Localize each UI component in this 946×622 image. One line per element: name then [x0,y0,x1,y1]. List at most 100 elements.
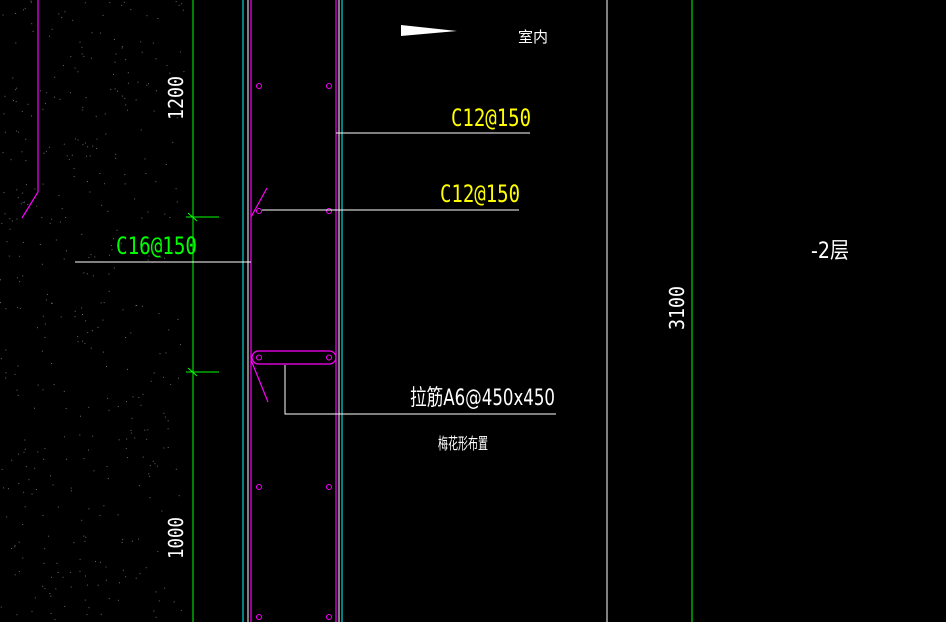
soil-speck [117,90,118,92]
soil-speck [166,65,168,66]
dimension-label-1200: 1200 [164,76,188,120]
soil-speck [121,4,123,6]
soil-speck [116,229,118,231]
soil-speck [44,447,46,449]
soil-speck [45,299,47,301]
soil-speck [100,32,101,34]
soil-speck [21,151,23,153]
soil-speck [89,191,91,193]
soil-speck [48,146,50,148]
soil-speck [117,599,119,601]
soil-speck [16,389,18,391]
soil-speck [84,2,86,4]
soil-speck [70,490,72,492]
soil-speck [50,475,51,477]
soil-speck [1,223,3,225]
soil-speck [176,117,178,119]
soil-speck [5,308,7,310]
dim-tick-lower-slash [187,367,198,377]
soil-speck [77,71,79,73]
soil-speck [115,157,117,159]
soil-speck [103,505,105,507]
soil-speck [3,192,5,194]
soil-speck [42,108,44,110]
soil-speck [131,540,133,542]
soil-speck [167,447,169,448]
soil-speck [117,245,119,247]
soil-speck [158,600,160,602]
soil-speck [17,131,19,133]
soil-speck [125,59,127,61]
soil-speck [130,9,132,11]
soil-speck [130,332,132,334]
soil-speck [126,438,128,440]
soil-speck [14,544,16,546]
soil-speck [105,566,107,568]
soil-texture [0,0,185,621]
soil-speck [99,173,101,174]
soil-speck [85,575,86,577]
soil-speck [3,487,5,489]
soil-speck [85,97,87,99]
soil-speck [140,129,142,131]
soil-speck [51,302,53,304]
circle-icon [326,354,332,361]
soil-speck [113,73,114,75]
soil-speck [62,65,64,66]
soil-speck [22,524,24,525]
soil-speck [152,42,154,44]
soil-speck [113,267,115,269]
soil-speck [21,111,23,113]
soil-speck [42,183,44,185]
soil-speck [155,58,157,60]
soil-speck [66,155,68,157]
soil-speck [0,279,1,281]
soil-speck [137,81,139,83]
soil-speck [79,570,81,572]
soil-speck [14,373,16,375]
circle-icon [326,614,332,620]
soil-speck [49,222,51,224]
soil-speck [22,275,24,277]
soil-speck [106,366,107,367]
soil-speck [82,314,83,315]
soil-speck [135,577,137,579]
soil-speck [175,468,177,470]
soil-speck [115,53,117,55]
soil-speck [58,13,60,15]
tie-bar-label: 拉筋A6@450x450 [410,386,555,411]
soil-speck [138,538,140,540]
soil-speck [156,90,157,92]
circle-icon [256,83,262,89]
soil-speck [80,415,81,417]
soil-speck [64,606,66,607]
soil-speck [125,447,127,449]
soil-speck [85,320,87,322]
soil-speck [57,506,59,508]
soil-speck [88,508,90,510]
soil-speck [163,447,165,449]
soil-speck [117,514,119,516]
soil-speck [118,439,120,441]
soil-speck [124,174,126,176]
soil-speck [110,88,112,90]
soil-speck [82,144,84,146]
soil-speck [104,113,106,115]
soil-speck [109,2,111,4]
soil-speck [173,601,175,603]
soil-speck [83,55,85,57]
soil-speck [126,457,128,459]
soil-speck [99,561,101,563]
soil-speck [81,519,83,521]
soil-speck [65,217,67,218]
soil-speck [8,255,10,257]
soil-speck [74,310,76,312]
soil-speck [127,368,128,370]
soil-speck [86,155,87,157]
soil-speck [84,142,86,144]
soil-speck [41,350,43,352]
soil-speck [59,98,61,100]
soil-speck [23,9,24,11]
soil-speck [34,188,36,190]
soil-speck [62,576,64,578]
